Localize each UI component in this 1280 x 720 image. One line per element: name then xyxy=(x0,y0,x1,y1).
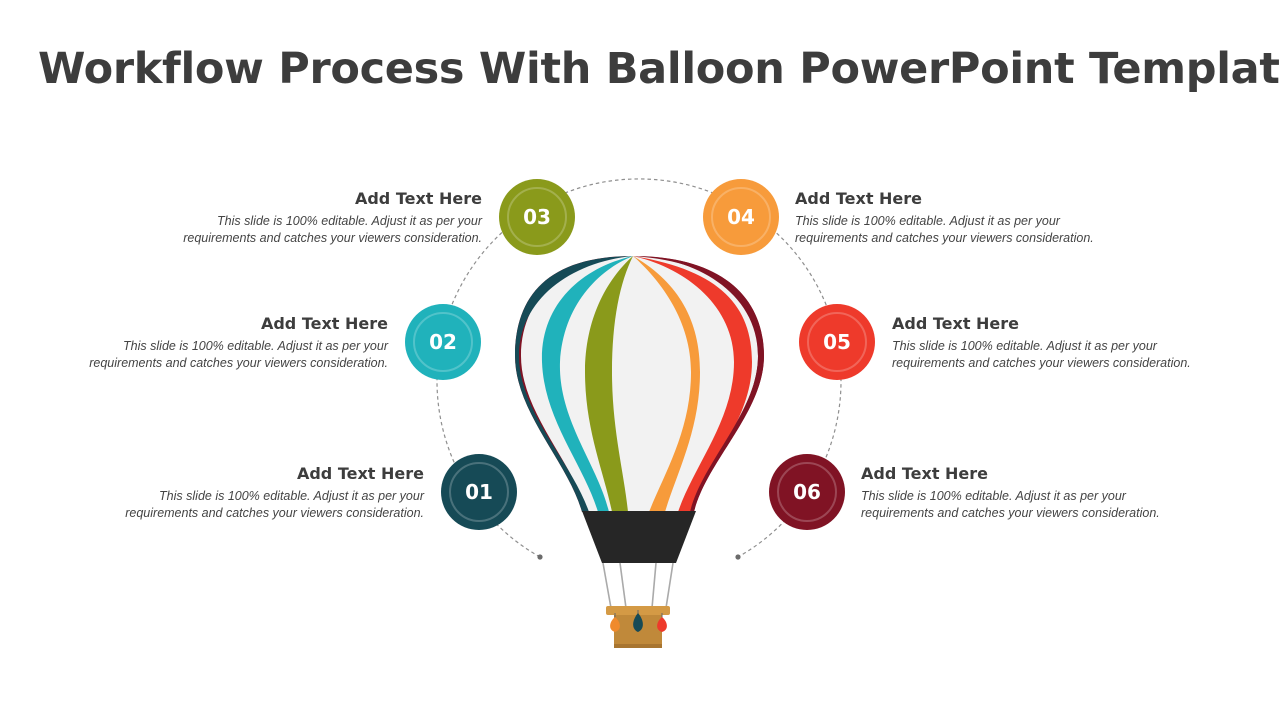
step-03-number: 03 xyxy=(507,187,567,247)
balloon-ropes xyxy=(603,563,673,608)
step-04-body: This slide is 100% editable. Adjust it a… xyxy=(795,213,1135,247)
step-04-heading: Add Text Here xyxy=(795,189,1135,208)
step-06-text: Add Text Here This slide is 100% editabl… xyxy=(861,464,1201,522)
step-01-text: Add Text Here This slide is 100% editabl… xyxy=(84,464,424,522)
step-05-number: 05 xyxy=(807,312,867,372)
step-06-circle: 06 xyxy=(769,454,845,530)
step-06-body: This slide is 100% editable. Adjust it a… xyxy=(861,488,1201,522)
step-02-text: Add Text Here This slide is 100% editabl… xyxy=(48,314,388,372)
step-05-text: Add Text Here This slide is 100% editabl… xyxy=(892,314,1232,372)
step-02-body: This slide is 100% editable. Adjust it a… xyxy=(48,338,388,372)
step-06-number: 06 xyxy=(777,462,837,522)
balloon-band xyxy=(582,511,696,563)
step-02-heading: Add Text Here xyxy=(48,314,388,333)
step-03-circle: 03 xyxy=(499,179,575,255)
step-05-circle: 05 xyxy=(799,304,875,380)
step-02-number: 02 xyxy=(413,312,473,372)
arc-end-dot-right xyxy=(735,554,740,559)
step-01-number: 01 xyxy=(449,462,509,522)
step-04-text: Add Text Here This slide is 100% editabl… xyxy=(795,189,1135,247)
step-06-heading: Add Text Here xyxy=(861,464,1201,483)
step-03-heading: Add Text Here xyxy=(142,189,482,208)
balloon-envelope xyxy=(505,250,775,520)
step-03-body: This slide is 100% editable. Adjust it a… xyxy=(142,213,482,247)
step-01-circle: 01 xyxy=(441,454,517,530)
step-04-circle: 04 xyxy=(703,179,779,255)
step-01-heading: Add Text Here xyxy=(84,464,424,483)
step-04-number: 04 xyxy=(711,187,771,247)
balloon-basket xyxy=(606,606,670,648)
step-02-circle: 02 xyxy=(405,304,481,380)
step-01-body: This slide is 100% editable. Adjust it a… xyxy=(84,488,424,522)
step-03-text: Add Text Here This slide is 100% editabl… xyxy=(142,189,482,247)
step-05-heading: Add Text Here xyxy=(892,314,1232,333)
arc-end-dot-left xyxy=(537,554,542,559)
step-05-body: This slide is 100% editable. Adjust it a… xyxy=(892,338,1232,372)
